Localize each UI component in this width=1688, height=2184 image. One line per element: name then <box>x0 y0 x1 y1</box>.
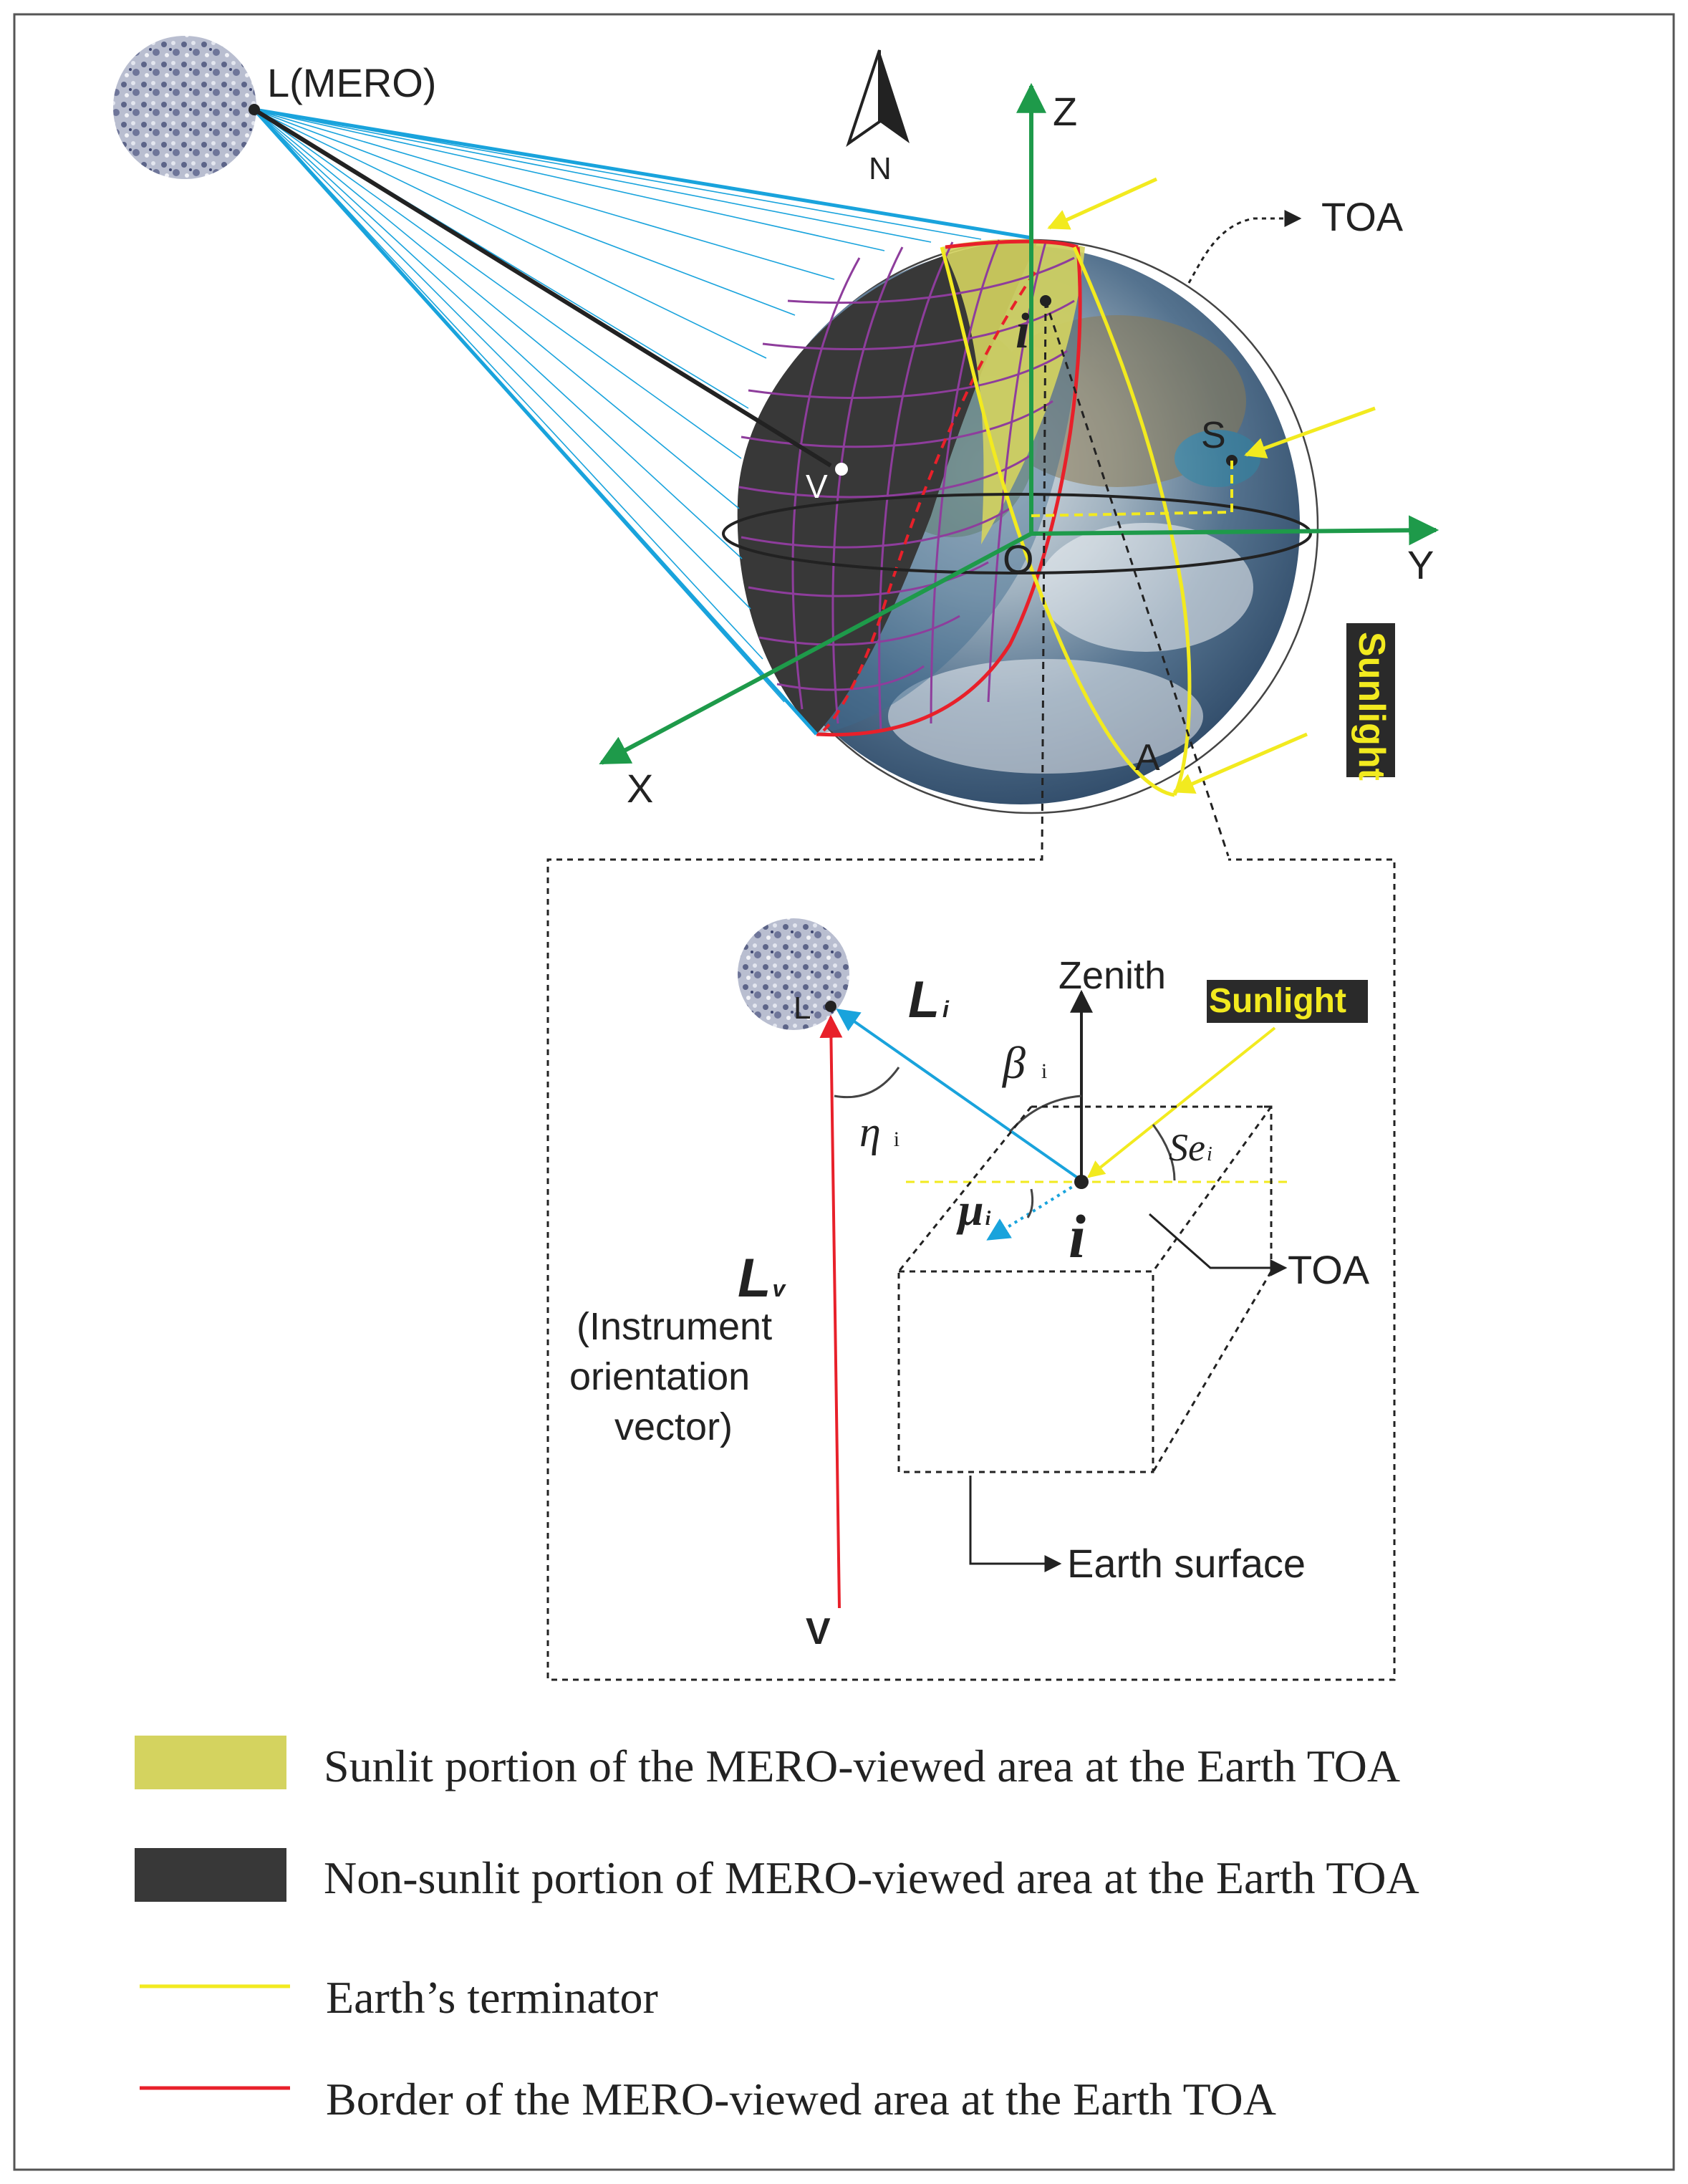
legend-label-border: Border of the MERO-viewed area at the Ea… <box>326 2074 1276 2125</box>
lv-label: L <box>738 1248 771 1309</box>
sunlight-rays-top <box>1047 177 1376 794</box>
toa-pointer <box>1187 210 1302 284</box>
svg-text:Lv: Lv <box>738 1248 786 1309</box>
v-label: V <box>806 1611 831 1653</box>
viewed-area-border <box>816 246 1082 737</box>
figure-frame <box>13 13 1675 2171</box>
svg-text:μi: μi <box>956 1184 991 1235</box>
legend-swatch-non-sunlit <box>135 1848 286 1902</box>
point-s-label: S <box>1201 415 1226 456</box>
legend: Sunlit portion of the MERO-viewed area a… <box>135 1736 1419 2125</box>
terminator-line-far <box>1072 246 1192 797</box>
y-axis-label: Y <box>1407 542 1434 587</box>
inset-point-i-label: i <box>1069 1202 1086 1271</box>
mu-vector <box>986 1182 1079 1241</box>
sunlight-label-vertical: Sunlight <box>1351 632 1392 781</box>
lv-subscript: v <box>772 1276 786 1302</box>
mu-subscript: i <box>985 1208 991 1230</box>
sight-line-bottom <box>253 108 818 736</box>
eta-label: η <box>859 1108 881 1155</box>
origin-label: O <box>1003 537 1034 582</box>
lv-desc-line1: (Instrument <box>577 1305 772 1348</box>
svg-text:βi: βi <box>1001 1037 1047 1088</box>
legend-label-sunlit: Sunlit portion of the MERO-viewed area a… <box>324 1741 1400 1791</box>
lv-desc-line2: orientation <box>569 1355 750 1398</box>
y-axis <box>1031 515 1439 546</box>
inset-frame <box>546 856 1396 1681</box>
point-v-label: V <box>806 468 828 505</box>
beta-label: β <box>1001 1037 1026 1088</box>
sight-line-top <box>254 107 1032 240</box>
north-label: N <box>869 151 892 186</box>
beta-subscript: i <box>1041 1059 1047 1083</box>
point-a-label: A <box>1135 737 1160 779</box>
legend-label-non-sunlit: Non-sunlit portion of MERO-viewed area a… <box>324 1852 1419 1903</box>
inset-moon-icon <box>738 918 849 1030</box>
lv-vector <box>819 1014 843 1609</box>
sunlit-portion <box>942 239 1085 544</box>
sunlight-badge-vertical: Sunlight <box>1346 623 1395 781</box>
viewed-area-border-hidden <box>822 271 1036 732</box>
earth-surface-label: Earth surface <box>1067 1541 1306 1586</box>
toa-earth-box <box>897 1105 1273 1473</box>
x-axis-label: X <box>627 766 653 811</box>
inset-sunlight-ray <box>1087 1026 1276 1178</box>
earth-surface-pointer <box>969 1476 1062 1572</box>
legend-swatch-sunlit <box>135 1736 286 1789</box>
lv-desc-line3: vector) <box>614 1405 733 1448</box>
x-axis <box>599 531 1033 765</box>
point-i-label: i <box>1016 304 1030 359</box>
z-axis-label: Z <box>1053 89 1077 134</box>
moon-label: L(MERO) <box>267 60 436 105</box>
se-subscript: i <box>1207 1143 1212 1165</box>
moon-icon <box>113 36 256 179</box>
eta-subscript: i <box>894 1127 900 1151</box>
mu-label: μ <box>956 1184 984 1235</box>
inset-moon-label: L <box>794 991 811 1026</box>
toa-label-top: TOA <box>1321 194 1404 239</box>
equator-ellipse <box>722 493 1312 574</box>
inset-toa-label: TOA <box>1288 1247 1370 1292</box>
inset-sunlight-label: Sunlight <box>1209 982 1346 1020</box>
center-sight-line <box>253 107 832 468</box>
svg-text:Sei: Sei <box>1169 1126 1212 1169</box>
zenith-label: Zenith <box>1058 954 1166 997</box>
se-label: Se <box>1169 1126 1205 1169</box>
li-label: L <box>908 971 940 1029</box>
svg-text:ηi: ηi <box>859 1108 900 1155</box>
li-vector <box>836 1009 1083 1182</box>
svg-text:Li: Li <box>908 971 950 1029</box>
legend-label-terminator: Earth’s terminator <box>326 1972 658 2023</box>
north-arrow-icon <box>846 49 910 148</box>
li-subscript: i <box>942 996 950 1022</box>
terminator-line <box>940 246 1175 797</box>
inset-toa-pointer <box>1149 1213 1288 1276</box>
inset-sunlight-badge <box>1207 980 1368 1023</box>
